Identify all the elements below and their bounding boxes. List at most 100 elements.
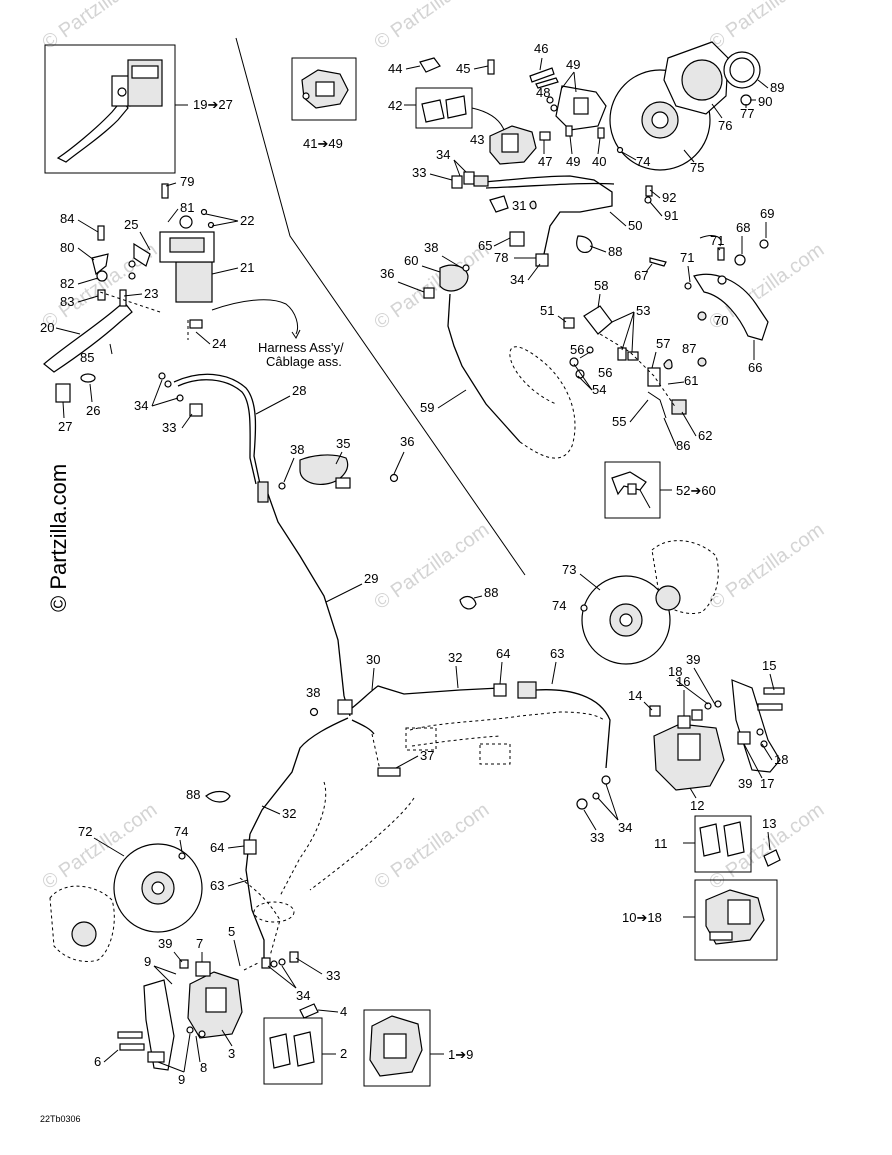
callout-18: 18 <box>668 664 682 679</box>
callout-71: 71 <box>680 250 694 265</box>
callout-64: 64 <box>210 840 224 855</box>
callout-79: 79 <box>180 174 194 189</box>
callout-88: 88 <box>186 787 200 802</box>
front-right-brake[interactable] <box>580 540 785 867</box>
callout-86: 86 <box>676 438 690 453</box>
callout-63: 63 <box>210 878 224 893</box>
callout-14: 14 <box>628 688 642 703</box>
callout-3: 3 <box>228 1046 235 1061</box>
callout-80: 80 <box>60 240 74 255</box>
callout-56: 56 <box>598 365 612 380</box>
watermark: © Partzilla.com <box>705 519 828 614</box>
callout-74: 74 <box>552 598 566 613</box>
callout-34: 34 <box>134 398 148 413</box>
callout-39: 39 <box>158 936 172 951</box>
callout-28: 28 <box>292 383 306 398</box>
callout-71: 71 <box>710 233 724 248</box>
callout-30: 30 <box>366 652 380 667</box>
callout-64: 64 <box>496 646 510 661</box>
callout-45: 45 <box>456 61 470 76</box>
callout-24: 24 <box>212 336 226 351</box>
callout-32: 32 <box>282 806 296 821</box>
front-left-brake[interactable] <box>49 833 319 1071</box>
callout-87: 87 <box>682 341 696 356</box>
watermark: © Partzilla.com <box>370 0 493 54</box>
callout-58: 58 <box>594 278 608 293</box>
suspension-arms-outline <box>239 711 605 957</box>
inset-ref-label: 1➔9 <box>448 1047 473 1062</box>
callout-7: 7 <box>196 936 203 951</box>
callout-9: 9 <box>144 954 151 969</box>
callout-50: 50 <box>628 218 642 233</box>
callout-57: 57 <box>656 336 670 351</box>
callout-65: 65 <box>478 238 492 253</box>
callout-73: 73 <box>562 562 576 577</box>
callout-31: 31 <box>512 198 526 213</box>
inset-ref-label: 19➔27 <box>193 97 233 112</box>
callout-13: 13 <box>762 816 776 831</box>
inset-rear-caliper[interactable]: 41➔49 <box>291 57 357 151</box>
callout-59: 59 <box>420 400 434 415</box>
watermark: © Partzilla.com <box>370 799 493 894</box>
callout-2: 2 <box>340 1046 347 1061</box>
inset-master-cylinder[interactable]: 19➔27 <box>44 44 233 174</box>
callout-33: 33 <box>326 968 340 983</box>
callout-92: 92 <box>662 190 676 205</box>
callout-36: 36 <box>400 434 414 449</box>
callout-38: 38 <box>306 685 320 700</box>
callout-82: 82 <box>60 276 74 291</box>
inset-ref-label: 10➔18 <box>622 910 662 925</box>
callout-66: 66 <box>748 360 762 375</box>
callout-27: 27 <box>58 419 72 434</box>
callout-39: 39 <box>686 652 700 667</box>
rear-brake-assembly[interactable] <box>419 41 769 459</box>
inset-brake-pads-rear[interactable] <box>404 87 505 131</box>
inset-brake-pads-right[interactable] <box>683 815 752 873</box>
callout-25: 25 <box>124 217 138 232</box>
callout-33: 33 <box>162 420 176 435</box>
callout-74: 74 <box>174 824 188 839</box>
callout-81: 81 <box>180 200 194 215</box>
callout-34: 34 <box>510 272 524 287</box>
callout-49: 49 <box>566 57 580 72</box>
inset-front-right-caliper[interactable]: 10➔18 <box>622 879 778 961</box>
callout-labels[interactable]: 79 81 22 21 84 80 82 83 25 23 20 24 85 2… <box>40 41 788 1087</box>
section-divider <box>235 37 526 576</box>
callout-78: 78 <box>494 250 508 265</box>
callout-39: 39 <box>738 776 752 791</box>
callout-37: 37 <box>420 748 434 763</box>
callout-36: 36 <box>380 266 394 281</box>
brake-lines-front[interactable] <box>158 372 611 835</box>
callout-84: 84 <box>60 211 74 226</box>
inset-ref-label: 41➔49 <box>303 136 343 151</box>
callout-72: 72 <box>78 824 92 839</box>
callout-33: 33 <box>412 165 426 180</box>
watermark: © Partzilla.com <box>705 0 828 54</box>
callout-60: 60 <box>404 253 418 268</box>
callout-18: 18 <box>774 752 788 767</box>
callout-17: 17 <box>760 776 774 791</box>
callout-42: 42 <box>388 98 402 113</box>
callout-68: 68 <box>736 220 750 235</box>
harness-note-line1: Harness Ass'y/ <box>258 340 344 355</box>
hand-brake-assembly[interactable] <box>43 183 301 403</box>
inset-brake-pads-left[interactable] <box>263 1017 336 1085</box>
callout-38: 38 <box>424 240 438 255</box>
callout-76: 76 <box>718 118 732 133</box>
callout-44: 44 <box>388 61 402 76</box>
callout-77: 77 <box>740 106 754 121</box>
callout-5: 5 <box>228 924 235 939</box>
callout-38: 38 <box>290 442 304 457</box>
inset-front-left-caliper[interactable]: 1➔9 <box>363 1009 473 1087</box>
callout-23: 23 <box>144 286 158 301</box>
callout-74: 74 <box>636 154 650 169</box>
callout-88: 88 <box>484 585 498 600</box>
callout-49: 49 <box>566 154 580 169</box>
callout-34: 34 <box>618 820 632 835</box>
callout-16: 16 <box>676 674 690 689</box>
callout-20: 20 <box>40 320 54 335</box>
callout-88: 88 <box>608 244 622 259</box>
callout-43: 43 <box>470 132 484 147</box>
inset-hand-lever-group[interactable]: 52➔60 <box>604 461 716 519</box>
